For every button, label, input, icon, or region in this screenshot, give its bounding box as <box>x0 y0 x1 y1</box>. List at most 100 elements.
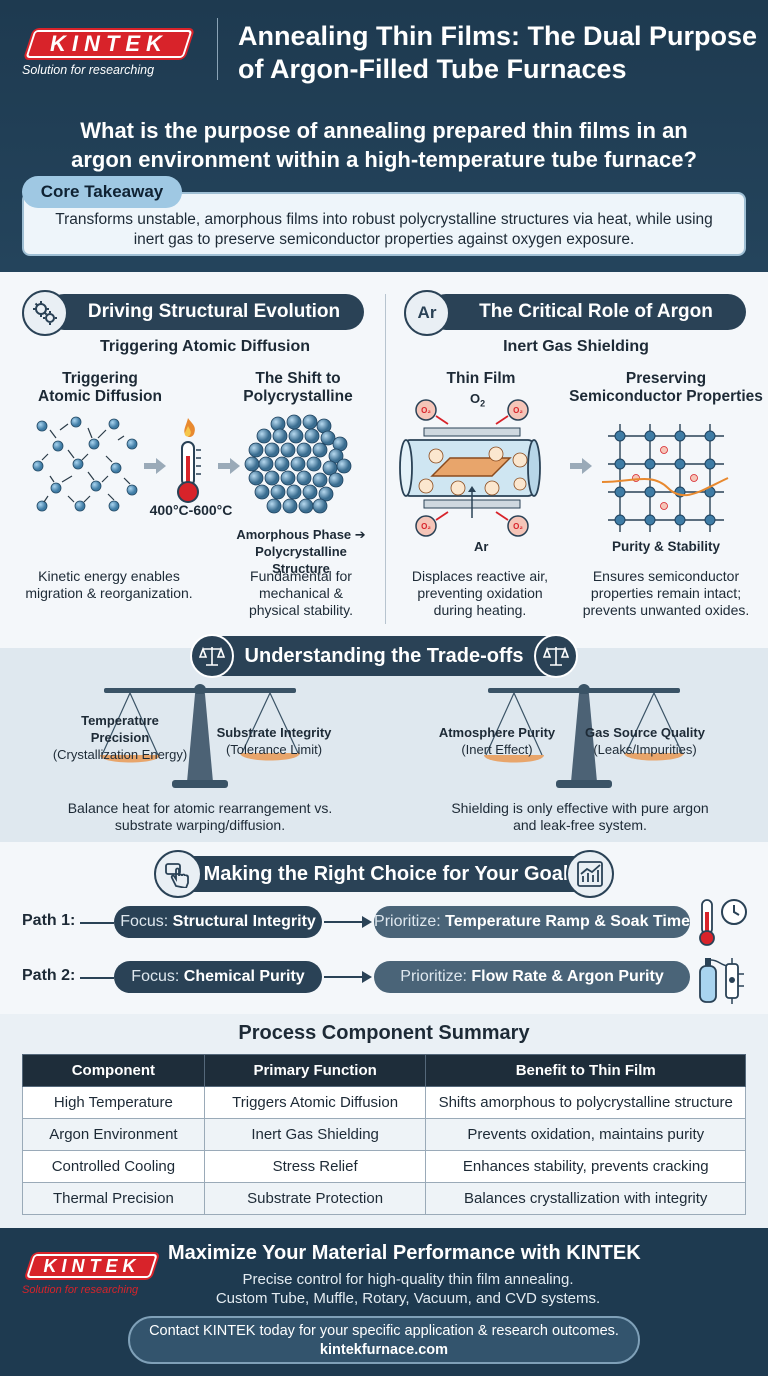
footer-description: Precise control for high-quality thin fi… <box>168 1270 648 1308</box>
phase-line-2: Polycrystalline Structure <box>255 544 347 576</box>
table-cell: Substrate Protection <box>203 1182 427 1215</box>
temperature-range-label: 400°C-600°C <box>149 502 233 518</box>
ar-label: Ar <box>474 539 489 554</box>
diffusion-title-2: Atomic Diffusion <box>38 388 162 405</box>
prio-prefix: Prioritize: <box>374 913 446 930</box>
structural-heading: Driving Structural Evolution <box>46 294 364 330</box>
table-cell: Balances crystallization with integrity <box>425 1182 746 1215</box>
argon-description-1: Displaces reactive air, preventing oxida… <box>400 568 560 619</box>
contact-button[interactable]: Contact KINTEK today for your specific a… <box>128 1316 640 1364</box>
tradeoff-right-description: Shielding is only effective with pure ar… <box>410 800 750 834</box>
ap-1: Atmosphere Purity <box>438 725 556 740</box>
scale-icon <box>190 634 234 678</box>
tr-2: and leak-free system. <box>513 817 647 833</box>
focus-value: Chemical Purity <box>183 968 305 985</box>
prio-value: Temperature Ramp & Soak Time <box>445 913 690 930</box>
argon-desc1-2: preventing oxidation <box>417 585 543 601</box>
argon-desc1-3: during heating. <box>433 602 527 618</box>
diffusion-description: Kinetic energy enables migration & reorg… <box>14 568 204 602</box>
ap-2: (Inert Effect) <box>461 742 533 757</box>
core-text-line-2: inert gas to preserve semiconductor prop… <box>133 231 635 248</box>
tp-3: (Crystallization Energy) <box>52 747 188 762</box>
website-link[interactable]: kintekfurnace.com <box>319 1342 449 1358</box>
question-line-1: What is the purpose of annealing prepare… <box>80 118 688 143</box>
summary-heading: Process Component Summary <box>238 1022 530 1044</box>
thermometer-flame-icon <box>177 418 201 503</box>
mechanisms-section: Driving Structural Evolution Triggering … <box>0 272 768 648</box>
column-header: Component <box>22 1054 205 1087</box>
argon-element-icon: Ar <box>404 290 450 336</box>
kintek-logo[interactable]: KINTEK <box>25 30 193 58</box>
contact-line-1: Contact KINTEK today for your specific a… <box>149 1323 619 1339</box>
growth-chart-icon <box>566 850 614 898</box>
path-1-focus[interactable]: Focus: Structural Integrity <box>114 906 322 938</box>
o2-sub: 2 <box>480 398 486 409</box>
si-2: (Tolerance Limit) <box>225 742 323 757</box>
argon-subheading: Inert Gas Shielding <box>503 338 649 355</box>
gas-source-quality-label: Gas Source Quality (Leaks/Impurities) <box>580 724 710 758</box>
table-row: High Temperature Triggers Atomic Diffusi… <box>22 1086 746 1119</box>
temperature-precision-label: Temperature Precision (Crystallization E… <box>48 712 192 763</box>
table-cell: Enhances stability, prevents cracking <box>425 1150 746 1183</box>
path-2-priority[interactable]: Prioritize: Flow Rate & Argon Purity <box>374 961 690 993</box>
summary-table: Component Primary Function Benefit to Th… <box>22 1054 746 1215</box>
connector-line <box>80 922 114 924</box>
table-cell: Controlled Cooling <box>22 1150 205 1183</box>
path-1-priority[interactable]: Prioritize: Temperature Ramp & Soak Time <box>374 906 690 938</box>
table-cell: Stress Relief <box>203 1150 427 1183</box>
title-line-2: of Argon-Filled Tube Furnaces <box>238 54 627 84</box>
preserving-title-1: Preserving <box>625 370 707 387</box>
arrow-right-icon <box>144 458 166 474</box>
connector-line <box>80 977 114 979</box>
tr-1: Shielding is only effective with pure ar… <box>451 800 709 816</box>
desc2-line-1: Fundamental for <box>250 568 352 584</box>
tp-1: Temperature <box>81 713 159 728</box>
polycrystalline-title: The Shift to Polycrystalline <box>218 370 378 406</box>
gs-1: Gas Source Quality <box>585 725 705 740</box>
poly-title-2: Polycrystalline <box>243 388 353 405</box>
table-cell: Shifts amorphous to polycrystalline stru… <box>425 1086 746 1119</box>
tl-2: substrate warping/diffusion. <box>114 817 286 833</box>
svg-text:O₂: O₂ <box>513 406 523 415</box>
preserving-title-2: Semiconductor Properties <box>569 388 763 405</box>
table-cell: High Temperature <box>22 1086 205 1119</box>
atomic-diffusion-illustration <box>32 416 138 512</box>
crystal-lattice-illustration <box>602 424 729 532</box>
desc2-line-3: physical stability. <box>248 602 353 618</box>
column-header: Primary Function <box>203 1054 427 1087</box>
table-cell: Triggers Atomic Diffusion <box>203 1086 427 1119</box>
summary-section: Process Component Summary Component Prim… <box>0 1014 768 1228</box>
argon-desc2-3: prevents unwanted oxides. <box>582 602 750 618</box>
path-2-label: Path 2: <box>22 967 76 984</box>
argon-desc2-1: Ensures semiconductor <box>592 568 740 584</box>
column-divider <box>385 294 386 624</box>
arrow-right-icon <box>324 916 372 928</box>
gears-icon <box>22 290 68 336</box>
atmosphere-purity-label: Atmosphere Purity (Inert Effect) <box>432 724 562 758</box>
tradeoffs-heading: Understanding the Trade-offs <box>192 636 576 676</box>
title-line-1: Annealing Thin Films: The Dual Purpose <box>238 21 758 51</box>
phase-line-1: Amorphous Phase ➔ <box>236 527 366 542</box>
core-takeaway-label: Core Takeaway <box>22 176 182 208</box>
poly-title-1: The Shift to <box>255 370 341 387</box>
table-row: Controlled Cooling Stress Relief Enhance… <box>22 1150 746 1183</box>
logo-text: KINTEK <box>50 31 168 56</box>
prio-value: Flow Rate & Argon Purity <box>471 968 664 985</box>
path-2-focus[interactable]: Focus: Chemical Purity <box>114 961 322 993</box>
footer-title: Maximize Your Material Performance with … <box>168 1242 641 1264</box>
table-cell: Prevents oxidation, maintains purity <box>425 1118 746 1151</box>
kintek-logo[interactable]: KINTEK <box>26 1254 158 1278</box>
diffusion-title: Triggering Atomic Diffusion <box>20 370 180 406</box>
preserving-title: Preserving Semiconductor Properties <box>566 370 766 406</box>
argon-icon-text: Ar <box>417 303 437 322</box>
question-line-2: argon environment within a high-temperat… <box>71 147 697 172</box>
table-cell: Argon Environment <box>22 1118 205 1151</box>
argon-description-2: Ensures semiconductor properties remain … <box>566 568 766 619</box>
tp-2: Precision <box>90 730 150 745</box>
svg-text:O₂: O₂ <box>421 406 431 415</box>
footer-tagline: Solution for researching <box>22 1284 139 1296</box>
desc1-line-2: migration & reorganization. <box>25 585 193 601</box>
desc2-line-2: mechanical & <box>258 585 344 601</box>
gs-2: (Leaks/Impurities) <box>593 742 697 757</box>
prio-prefix: Prioritize: <box>400 968 472 985</box>
